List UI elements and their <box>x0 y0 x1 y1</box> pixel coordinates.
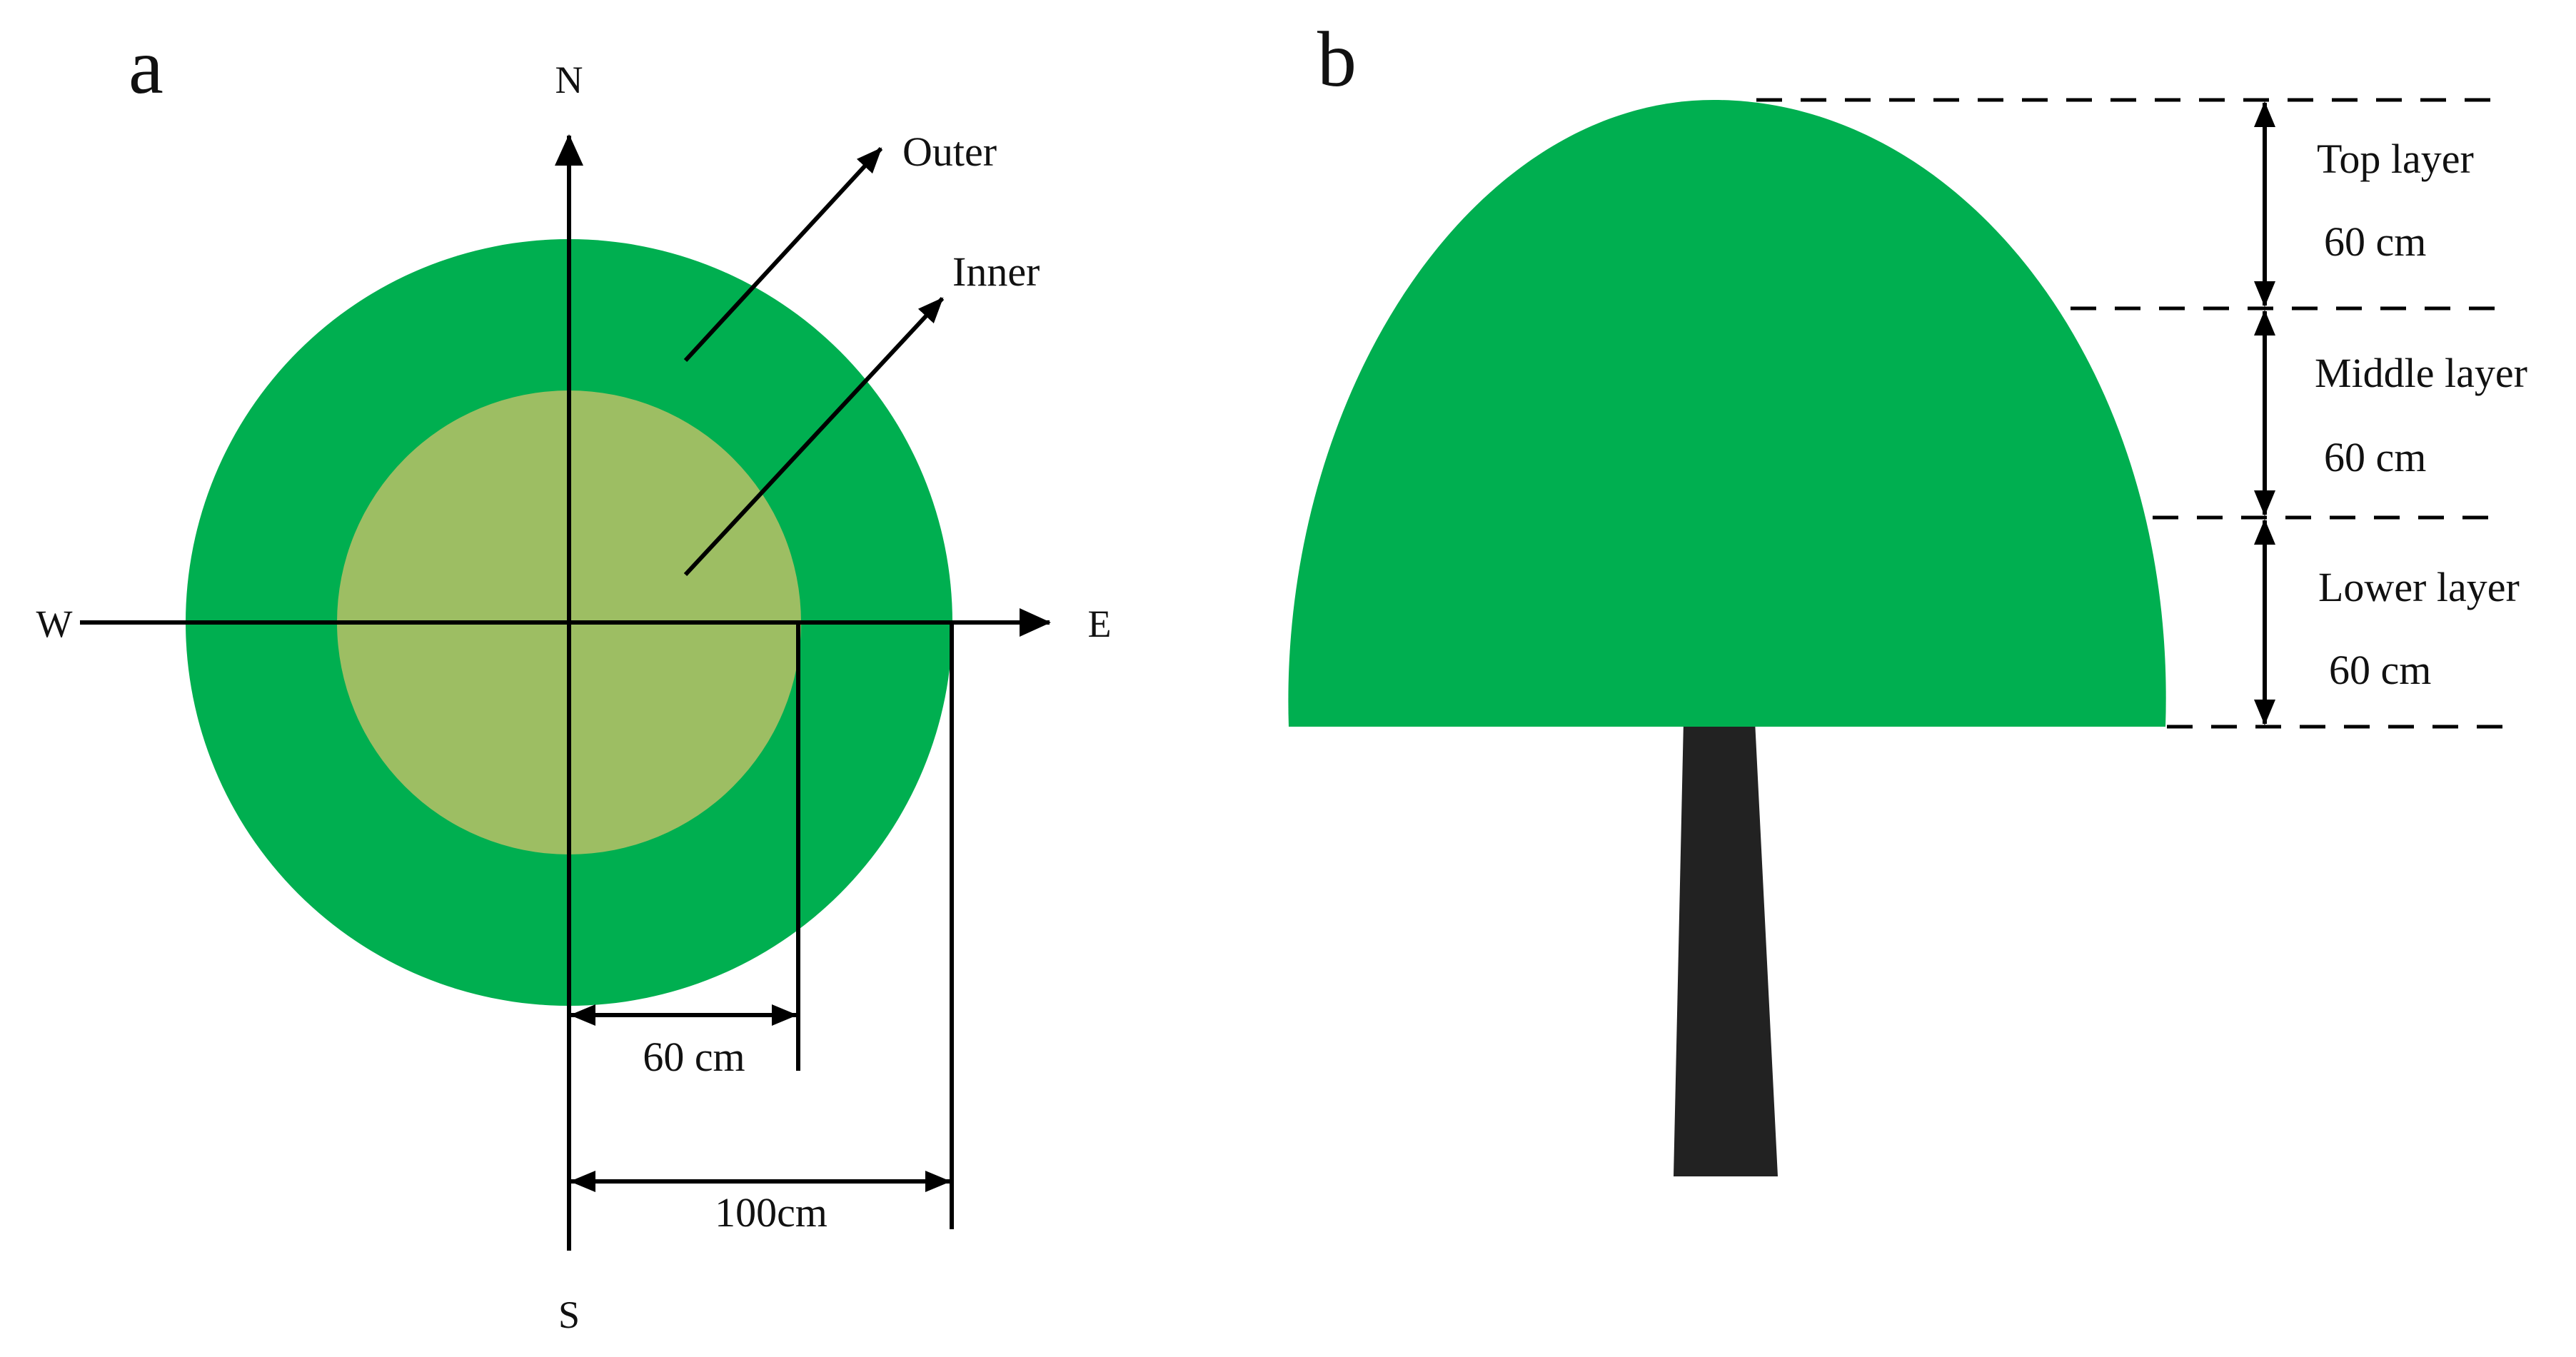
top-layer-height: 60 cm <box>2324 218 2426 265</box>
inner-zone-label: Inner <box>952 248 1040 295</box>
outer-radius-label: 100cm <box>715 1189 827 1236</box>
compass-south-label: S <box>558 1293 580 1336</box>
compass-east-label: E <box>1088 602 1112 645</box>
middle-layer-height: 60 cm <box>2324 434 2426 480</box>
top-layer-name: Top layer <box>2317 136 2474 182</box>
lower-layer-height: 60 cm <box>2329 647 2431 693</box>
inner-leader-arrow <box>683 296 945 577</box>
outer-leader-arrow <box>683 146 883 363</box>
outer-zone-label: Outer <box>902 128 997 175</box>
compass-west-label: W <box>36 602 73 645</box>
middle-layer-name: Middle layer <box>2315 350 2527 396</box>
panel-b-letter: b <box>1317 16 1357 103</box>
panel-a-letter: a <box>129 23 163 110</box>
compass-north-label: N <box>555 59 583 101</box>
lower-layer-name: Lower layer <box>2318 564 2520 610</box>
inner-radius-label: 60 cm <box>643 1034 745 1080</box>
tree-crown <box>1288 100 2166 727</box>
panel-a: a N S W E Outer Inner 60 cm 100cm <box>36 23 1112 1336</box>
panel-b: b Top layer 60 cm Middle layer 60 cm Low… <box>1288 16 2527 1176</box>
tree-trunk <box>1674 721 1778 1176</box>
